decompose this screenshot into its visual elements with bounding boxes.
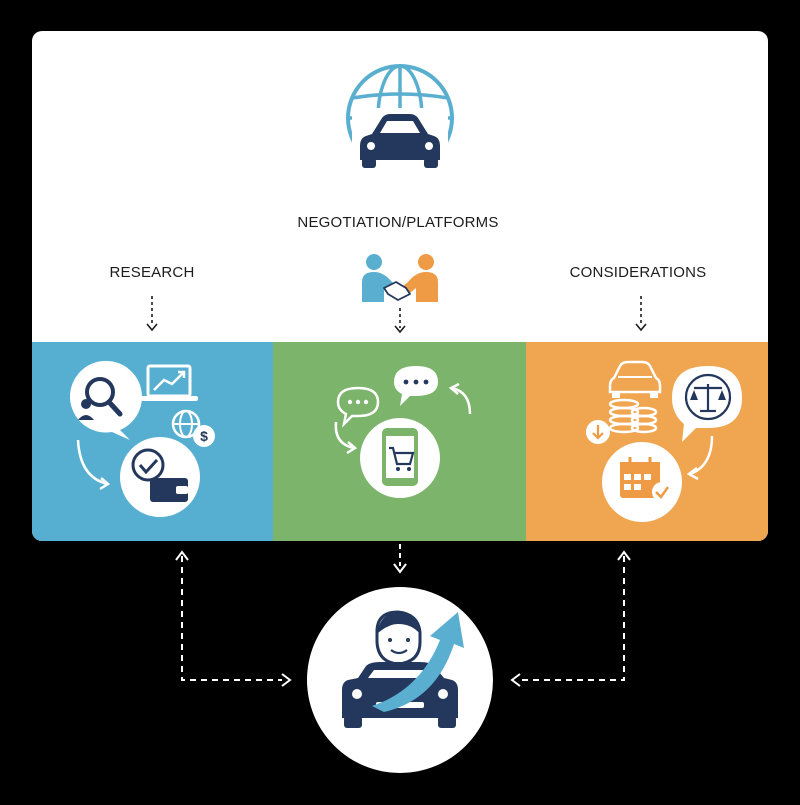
- flow-arrow-icon: [76, 439, 111, 491]
- chat-bubble-icon: [394, 366, 438, 406]
- connector-research: [175, 550, 292, 687]
- research-icons: $: [69, 360, 215, 517]
- globe-car-icon: [346, 64, 454, 174]
- driver-growth-icon: [307, 587, 493, 773]
- arrow-research-down: [146, 296, 158, 332]
- arrow-negotiation-down: [394, 308, 406, 334]
- calendar-check-icon: [602, 442, 682, 522]
- cycle-arrow-icon: [334, 421, 355, 450]
- considerations-icons: [586, 360, 742, 522]
- flow-arrow-icon: [686, 435, 714, 481]
- coin-stack-icon: [586, 398, 658, 444]
- scales-icon: [672, 366, 742, 442]
- negotiation-icons: [334, 366, 472, 498]
- smartphone-cart-icon: [360, 418, 440, 498]
- research-label: RESEARCH: [109, 264, 195, 281]
- svg-text:$: $: [200, 428, 208, 444]
- globe-dollar-icon: $: [171, 409, 215, 447]
- connector-considerations: [510, 550, 631, 687]
- wallet-check-icon: [120, 437, 200, 517]
- magnifier-user-icon: [69, 360, 142, 440]
- car-icon: [608, 360, 662, 398]
- handshake-icon: [362, 254, 438, 302]
- negotiation-label: NEGOTIATION/PLATFORMS: [297, 214, 499, 231]
- considerations-label: CONSIDERATIONS: [569, 264, 707, 281]
- cycle-arrow-icon: [451, 386, 472, 415]
- chat-bubble-icon: [336, 386, 380, 428]
- connector-negotiation: [393, 544, 407, 574]
- arrow-considerations-down: [635, 296, 647, 332]
- laptop-chart-icon: [140, 364, 198, 401]
